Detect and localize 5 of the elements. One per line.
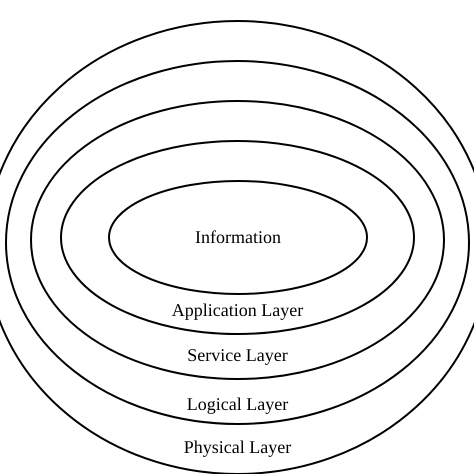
layer-label: Physical Layer bbox=[184, 436, 292, 458]
layer-label: Logical Layer bbox=[186, 393, 288, 415]
layer-label: Service Layer bbox=[187, 344, 288, 366]
layer-label: Application Layer bbox=[172, 299, 304, 321]
layer-label: Information bbox=[195, 226, 281, 248]
